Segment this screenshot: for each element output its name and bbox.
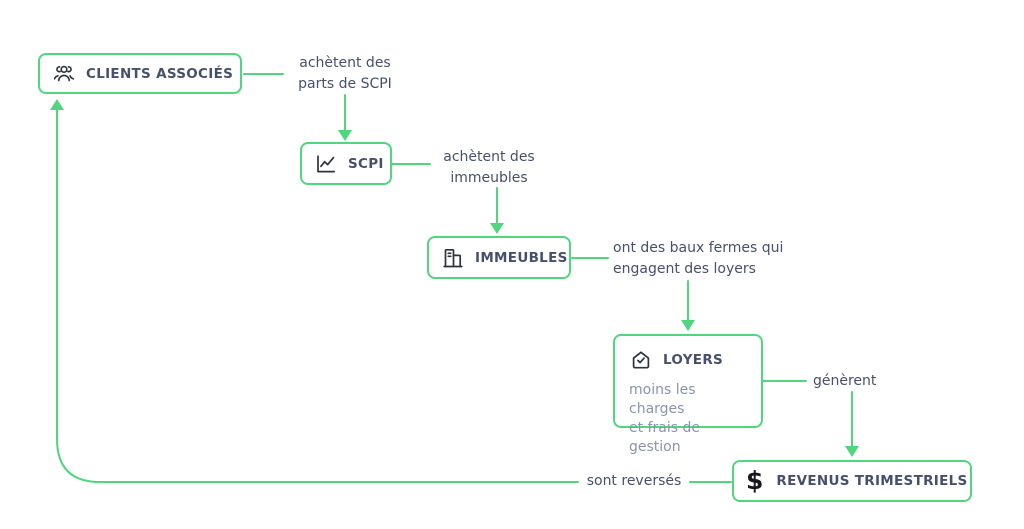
arrowhead-down-immeubles — [490, 223, 504, 234]
arrowhead-down-revenus — [845, 446, 859, 457]
edge-label-immeubles-to-loyers: ont des baux fermes qui engagent des loy… — [613, 240, 784, 277]
dollar-icon: $ — [746, 466, 764, 495]
arrowhead-down-scpi — [338, 130, 352, 141]
edge-label-loyers-to-revenus: génèrent — [813, 373, 877, 389]
node-loyers-note: moins les charges et frais de gestion — [629, 382, 700, 455]
node-label-clients: CLIENTS ASSOCIÉS — [86, 65, 234, 82]
node-loyers-header: LOYERS — [629, 348, 723, 372]
house-check-icon — [629, 348, 653, 372]
node-loyers: LOYERS moins les charges et frais de ges… — [613, 334, 763, 455]
node-label-loyers: LOYERS — [663, 352, 724, 368]
edge-label-clients-to-scpi: achètent des parts de SCPI — [298, 55, 392, 92]
node-immeubles: IMMEUBLES — [427, 236, 571, 279]
edge-line-feedback-loop — [56, 109, 579, 483]
node-clients-associes: CLIENTS ASSOCIÉS — [38, 53, 242, 94]
arrowhead-up-clients — [50, 99, 64, 110]
edge-label-revenus-to-clients: sont reversés — [586, 473, 682, 489]
arrowhead-down-loyers — [681, 320, 695, 331]
node-label-revenus: REVENUS TRIMESTRIELS — [776, 473, 968, 489]
line-chart-icon — [314, 152, 338, 176]
group-icon — [52, 62, 76, 86]
node-label-scpi: SCPI — [348, 155, 384, 172]
edge-label-scpi-to-immeubles: achètent des immeubles — [443, 149, 535, 186]
building-icon — [441, 246, 465, 270]
node-scpi: SCPI — [300, 142, 392, 185]
node-label-immeubles: IMMEUBLES — [475, 249, 568, 266]
node-revenus-trimestriels: $ REVENUS TRIMESTRIELS — [732, 460, 972, 502]
